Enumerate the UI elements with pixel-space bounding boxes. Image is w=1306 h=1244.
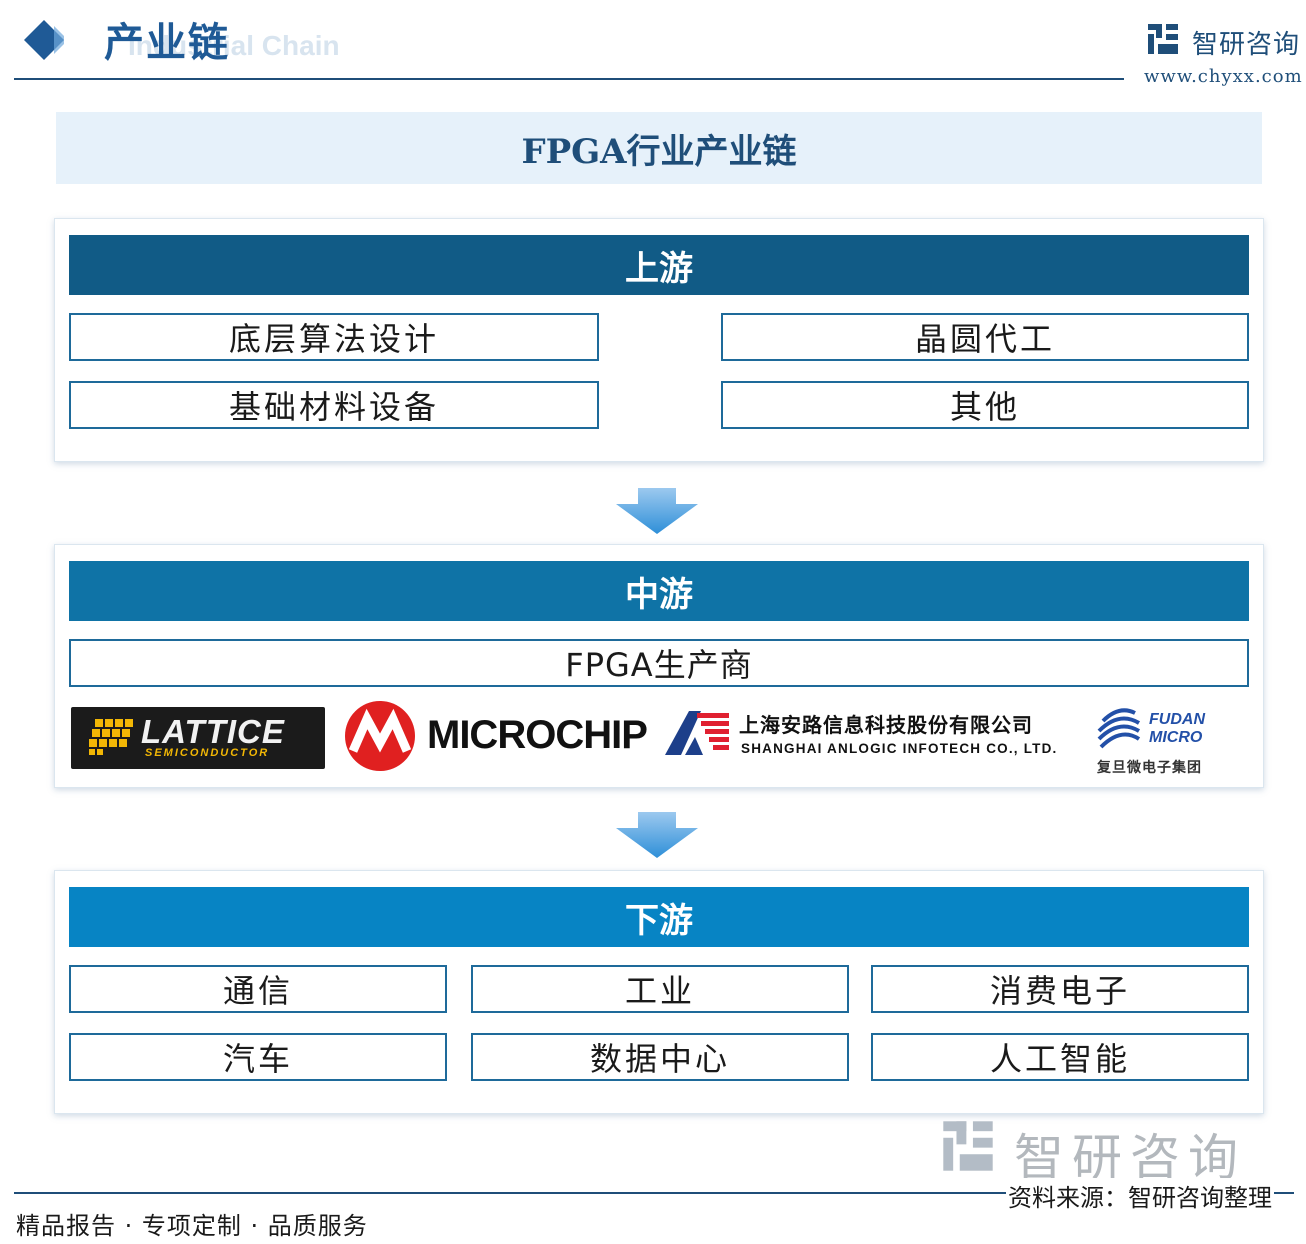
lattice-subtitle: SEMICONDUCTOR bbox=[145, 747, 270, 759]
down-arrow-icon bbox=[616, 488, 698, 534]
source-note: 资料来源：智研咨询整理 bbox=[1006, 1178, 1274, 1213]
page-header: Industrial Chain 产业链 智研咨询 www.chyxx.com bbox=[0, 0, 1306, 100]
microchip-logo: MICROCHIP bbox=[343, 699, 653, 775]
fudan-micro-logo: FUDAN MICRO 复旦微电子集团 bbox=[1093, 699, 1243, 779]
anlogic-mark-icon bbox=[665, 711, 729, 755]
fudan-name-cn: 复旦微电子集团 bbox=[1097, 760, 1202, 776]
section-title: 产业链 bbox=[104, 20, 230, 66]
anlogic-name-cn: 上海安路信息科技股份有限公司 bbox=[739, 713, 1033, 737]
watermark-brand-icon bbox=[943, 1121, 993, 1171]
midstream-panel: 中游 FPGA生产商 LATTICE SEMICONDUCTOR MICROCH… bbox=[54, 544, 1264, 788]
lattice-grid-icon bbox=[89, 719, 133, 755]
fudan-name-en-2: MICRO bbox=[1149, 729, 1203, 746]
upstream-item: 基础材料设备 bbox=[69, 381, 599, 429]
microchip-mark-icon bbox=[345, 701, 415, 771]
header-divider bbox=[14, 78, 1124, 80]
fudan-name-en-1: FUDAN bbox=[1149, 711, 1205, 728]
upstream-item: 其他 bbox=[721, 381, 1249, 429]
upstream-item: 底层算法设计 bbox=[69, 313, 599, 361]
main-title: FPGA行业产业链 bbox=[521, 131, 797, 172]
anlogic-logo: 上海安路信息科技股份有限公司 SHANGHAI ANLOGIC INFOTECH… bbox=[665, 707, 1075, 773]
upstream-item: 晶圆代工 bbox=[721, 313, 1249, 361]
down-arrow-icon bbox=[616, 812, 698, 858]
downstream-item: 数据中心 bbox=[471, 1033, 849, 1081]
downstream-item: 汽车 bbox=[69, 1033, 447, 1081]
upstream-header: 上游 bbox=[69, 235, 1249, 295]
brand: 智研咨询 www.chyxx.com bbox=[1140, 18, 1306, 90]
watermark-brand-name: 智研咨询 bbox=[1014, 1129, 1246, 1187]
anlogic-name-en: SHANGHAI ANLOGIC INFOTECH CO., LTD. bbox=[741, 741, 1058, 756]
fudan-mark-icon bbox=[1097, 708, 1141, 749]
downstream-item: 人工智能 bbox=[871, 1033, 1249, 1081]
downstream-item: 通信 bbox=[69, 965, 447, 1013]
fpga-producer-label: FPGA生产商 bbox=[69, 639, 1249, 687]
downstream-item: 消费电子 bbox=[871, 965, 1249, 1013]
diamond-icon bbox=[24, 20, 64, 60]
downstream-panel: 下游 通信 工业 消费电子 汽车 数据中心 人工智能 bbox=[54, 870, 1264, 1114]
footer-divider bbox=[14, 1192, 1294, 1194]
footer-slogan: 精品报告 · 专项定制 · 品质服务 bbox=[16, 1212, 368, 1240]
main-title-banner: FPGA行业产业链 bbox=[56, 112, 1262, 184]
brand-logo-icon bbox=[1148, 24, 1178, 54]
lattice-logo: LATTICE SEMICONDUCTOR bbox=[71, 707, 325, 769]
upstream-panel: 上游 底层算法设计 晶圆代工 基础材料设备 其他 bbox=[54, 218, 1264, 462]
midstream-header: 中游 bbox=[69, 561, 1249, 621]
downstream-item: 工业 bbox=[471, 965, 849, 1013]
lattice-name: LATTICE bbox=[141, 713, 285, 750]
microchip-name: MICROCHIP bbox=[427, 713, 648, 757]
downstream-header: 下游 bbox=[69, 887, 1249, 947]
brand-name: 智研咨询 bbox=[1192, 30, 1301, 60]
brand-url: www.chyxx.com bbox=[1144, 66, 1303, 87]
footer-watermark-logo: 智研咨询 bbox=[940, 1118, 1270, 1187]
